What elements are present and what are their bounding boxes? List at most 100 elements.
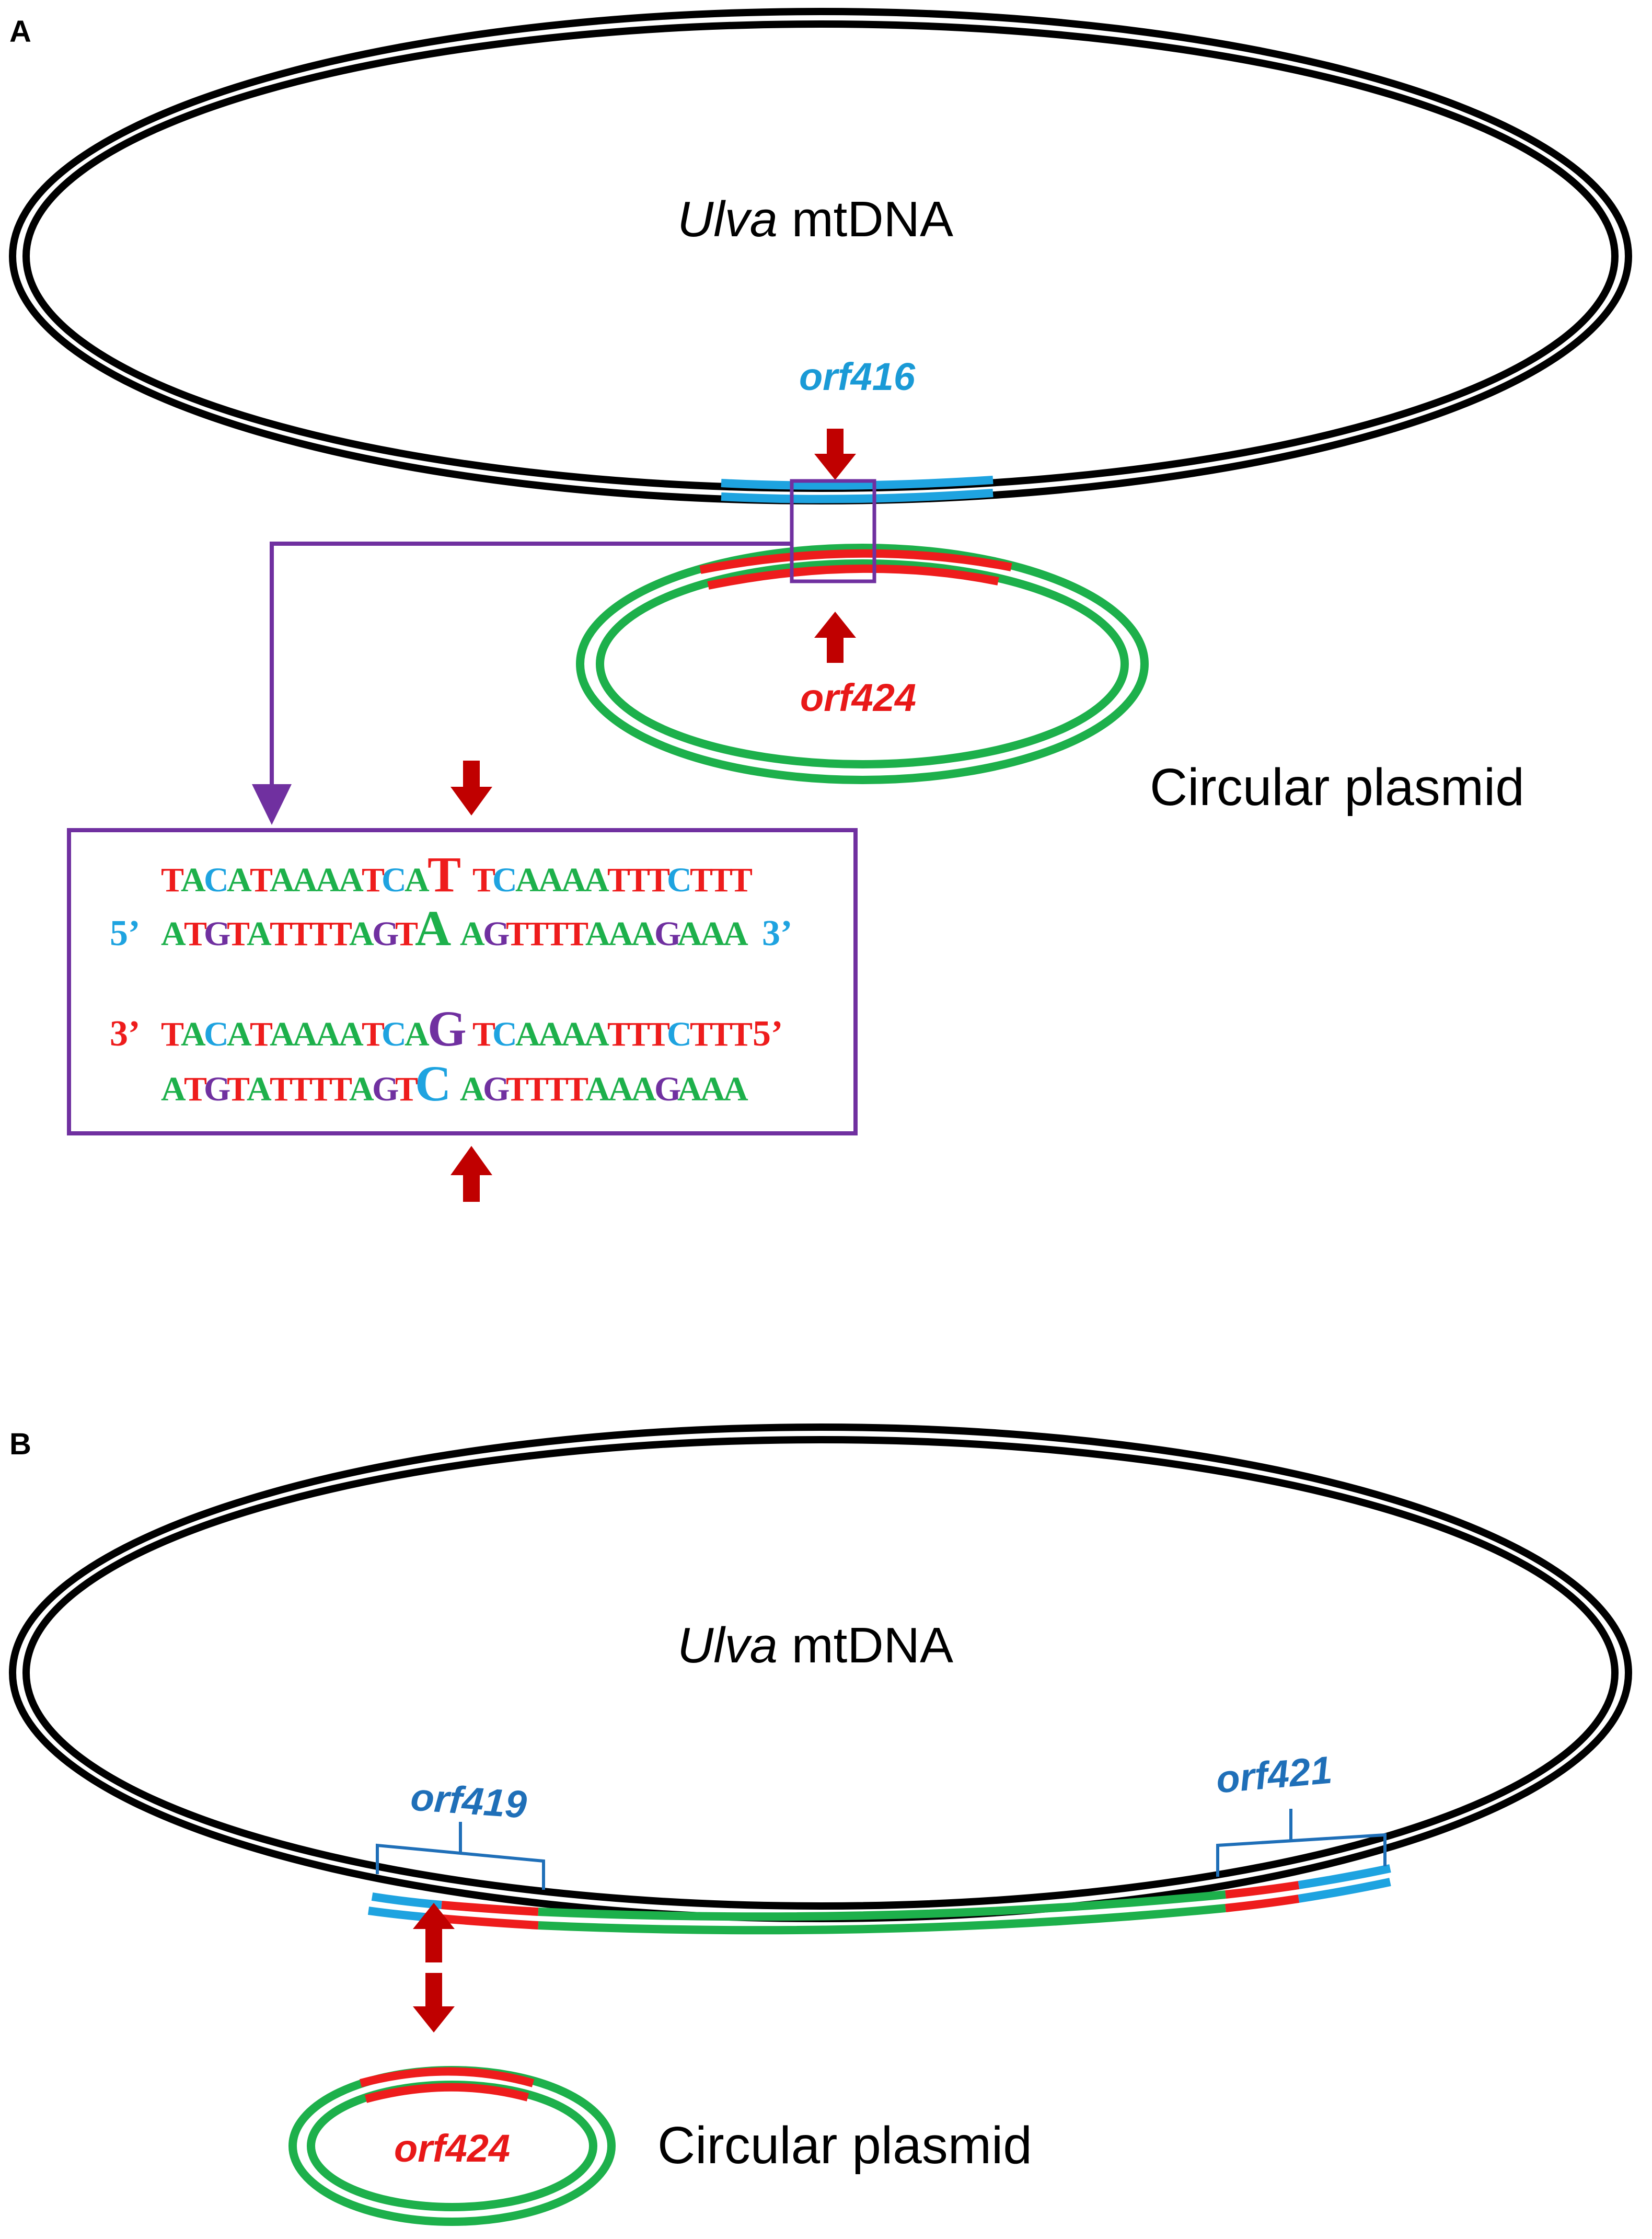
nucleotide: G [372,1070,399,1108]
panel-b: B Ulva mtDNA [9,1423,1632,2226]
nucleotide: A [349,1070,374,1108]
nucleotide: C [382,1015,407,1053]
nucleotide: A [247,915,272,953]
nucleotide: T [227,915,250,953]
nucleotide: T [329,1070,352,1108]
panel-b-mtdna-title: Ulva mtDNA [677,1617,953,1673]
nucleotide: T [690,861,713,899]
nucleotide: A [181,1015,206,1053]
nucleotide: A [293,861,318,899]
nucleotide: C [204,861,229,899]
orf419-bracket [376,1822,545,1890]
panel-b-plasmid-label: Circular plasmid [657,2116,1032,2175]
nucleotide: A [631,1070,656,1108]
nucleotide: A [339,861,364,899]
nucleotide: G [428,1001,467,1057]
nucleotide: A [161,915,186,953]
nucleotide: A [700,915,725,953]
arrow-down-sequence [450,761,492,816]
zoom-box [790,479,876,583]
nucleotide: T [161,861,184,899]
nucleotide: T [309,1070,332,1108]
nucleotide: A [415,900,451,956]
panel-a-plasmid-ring [576,544,1149,784]
nucleotide: T [526,1070,549,1108]
orf416-segment [721,476,993,503]
nucleotide: A [538,861,563,899]
nucleotide: T [546,915,569,953]
nucleotide: A [270,861,295,899]
three-prime-label-top: 3’ [762,913,792,954]
nucleotide: T [161,1015,184,1053]
nucleotide: C [204,1015,229,1053]
nucleotide: A [608,1070,633,1108]
nucleotide: A [405,1015,430,1053]
five-prime-label-top: 5’ [110,913,140,954]
orf416-label: orf416 [799,355,916,398]
orf421-label: orf421 [1215,1748,1334,1801]
nucleotide: T [506,1070,529,1108]
nucleotide: A [584,1015,609,1053]
nucleotide: A [585,1070,610,1108]
nucleotide: A [349,915,374,953]
nucleotide: A [585,915,610,953]
nucleotide: T [710,861,733,899]
nucleotide: T [270,1070,293,1108]
orf424-segment [699,549,1012,574]
nucleotide: T [690,1015,713,1053]
panel-b-mtdna-ring [9,1423,1632,1935]
nucleotide: T [472,1015,495,1053]
nucleotide: T [472,861,495,899]
nucleotide: T [647,861,670,899]
nucleotide: T [250,861,273,899]
orf421-segment [1225,1864,1391,1912]
nucleotide: A [515,1015,540,1053]
nucleotide: A [608,915,633,953]
three-prime-label-bottom: 3’ [110,1014,140,1054]
nucleotide: T [290,1070,313,1108]
panel-a-mtdna-ring [9,8,1632,504]
nucleotide: T [362,861,385,899]
panel-a-plasmid-label: Circular plasmid [1150,758,1524,817]
nucleotide: T [565,915,588,953]
five-prime-label-bottom: 5’ [753,1014,783,1054]
panel-b-plasmid-ring [288,2066,616,2226]
arrow-down-orf416 [814,429,856,480]
orf424-label-b: orf424 [394,2127,510,2170]
nucleotide: T [395,1070,418,1108]
nucleotide: A [270,1015,295,1053]
nucleotide: G [204,915,230,953]
nucleotide: A [723,915,748,953]
orf421-bracket [1216,1809,1387,1877]
nucleotide: G [483,915,510,953]
nucleotide: A [227,861,252,899]
nucleotide: A [460,1070,485,1108]
nucleotide: A [561,861,586,899]
nucleotide: A [561,1015,586,1053]
nucleotide: A [339,1015,364,1053]
nucleotide: A [405,861,430,899]
nucleotide: A [631,915,656,953]
nucleotide: G [204,1070,230,1108]
nucleotide: T [730,1015,753,1053]
nucleotide: T [227,1070,250,1108]
nucleotide: A [460,915,485,953]
nucleotide: G [483,1070,510,1108]
nucleotide: A [181,861,206,899]
nucleotide: A [316,1015,341,1053]
nucleotide: A [677,915,702,953]
nucleotide: T [250,1015,273,1053]
arrow-up-sequence [450,1146,492,1202]
nucleotide: G [654,1070,681,1108]
nucleotide: A [161,1070,186,1108]
nucleotide: T [506,915,529,953]
nucleotide: A [677,1070,702,1108]
nucleotide: A [584,861,609,899]
nucleotide: A [293,1015,318,1053]
nucleotide: C [492,861,517,899]
nucleotide: C [667,1015,692,1053]
nucleotide: T [290,915,313,953]
nucleotide: T [546,1070,569,1108]
nucleotide: C [415,1055,451,1111]
